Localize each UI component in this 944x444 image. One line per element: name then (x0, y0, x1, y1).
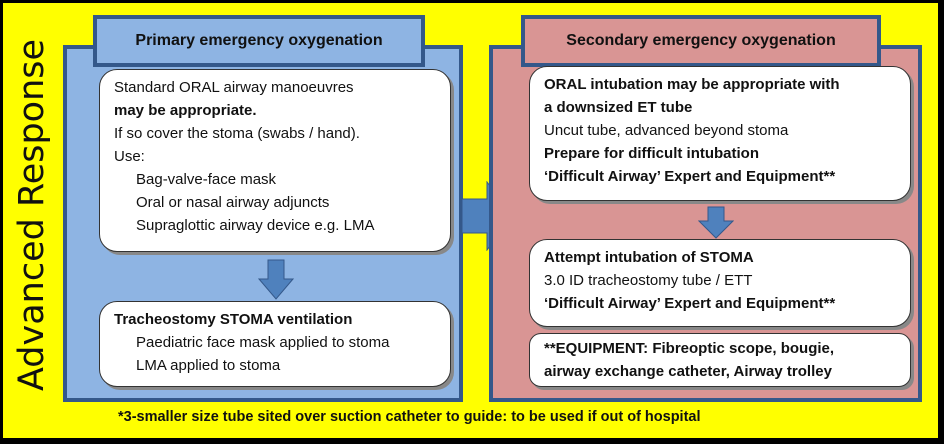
equipment-line: **EQUIPMENT: Fibreoptic scope, bougie, (544, 340, 835, 357)
primary-list-item: Oral or nasal airway adjuncts (136, 194, 330, 211)
down-arrow-icon (258, 259, 294, 300)
secondary-line: Prepare for difficult intubation (544, 145, 760, 162)
equipment-line: airway exchange catheter, Airway trolley (544, 363, 832, 380)
primary-line: may be appropriate. (114, 102, 257, 119)
primary-list-item: Supraglottic airway device e.g. LMA (136, 217, 375, 234)
primary-line: Use: (114, 148, 145, 165)
down-arrow-icon (698, 206, 734, 239)
primary-line: If so cover the stoma (swabs / hand). (114, 125, 360, 142)
side-label: Advanced Response (12, 38, 52, 392)
stoma-ventilation-title: Tracheostomy STOMA ventilation (114, 311, 353, 328)
secondary-line: Attempt intubation of STOMA (544, 249, 754, 266)
secondary-line: ‘Difficult Airway’ Expert and Equipment*… (544, 168, 836, 185)
secondary-header: Secondary emergency oxygenation (521, 15, 881, 67)
primary-header: Primary emergency oxygenation (93, 15, 425, 67)
primary-box-stoma-ventilation: Tracheostomy STOMA ventilation Paediatri… (99, 301, 451, 387)
diagram-canvas: Advanced Response Primary emergency oxyg… (3, 3, 938, 438)
secondary-box-oral-intubation: ORAL intubation may be appropriate with … (529, 66, 911, 201)
secondary-line: a downsized ET tube (544, 99, 693, 116)
stoma-ventilation-item: Paediatric face mask applied to stoma (136, 334, 390, 351)
primary-box-oral-manoeuvres: Standard ORAL airway manoeuvres may be a… (99, 69, 451, 252)
stoma-ventilation-item: LMA applied to stoma (136, 357, 281, 374)
secondary-box-stoma-intubation: Attempt intubation of STOMA 3.0 ID trach… (529, 239, 911, 327)
secondary-line: 3.0 ID tracheostomy tube / ETT (544, 272, 753, 289)
primary-list-item: Bag-valve-face mask (136, 171, 277, 188)
secondary-box-equipment: **EQUIPMENT: Fibreoptic scope, bougie, a… (529, 333, 911, 387)
secondary-line: ORAL intubation may be appropriate with (544, 76, 840, 93)
secondary-line: Uncut tube, advanced beyond stoma (544, 122, 789, 139)
footnote: *3-smaller size tube sited over suction … (118, 409, 701, 425)
side-label-container: Advanced Response (3, 3, 61, 438)
secondary-line: ‘Difficult Airway’ Expert and Equipment*… (544, 295, 836, 312)
primary-line: Standard ORAL airway manoeuvres (114, 79, 354, 96)
